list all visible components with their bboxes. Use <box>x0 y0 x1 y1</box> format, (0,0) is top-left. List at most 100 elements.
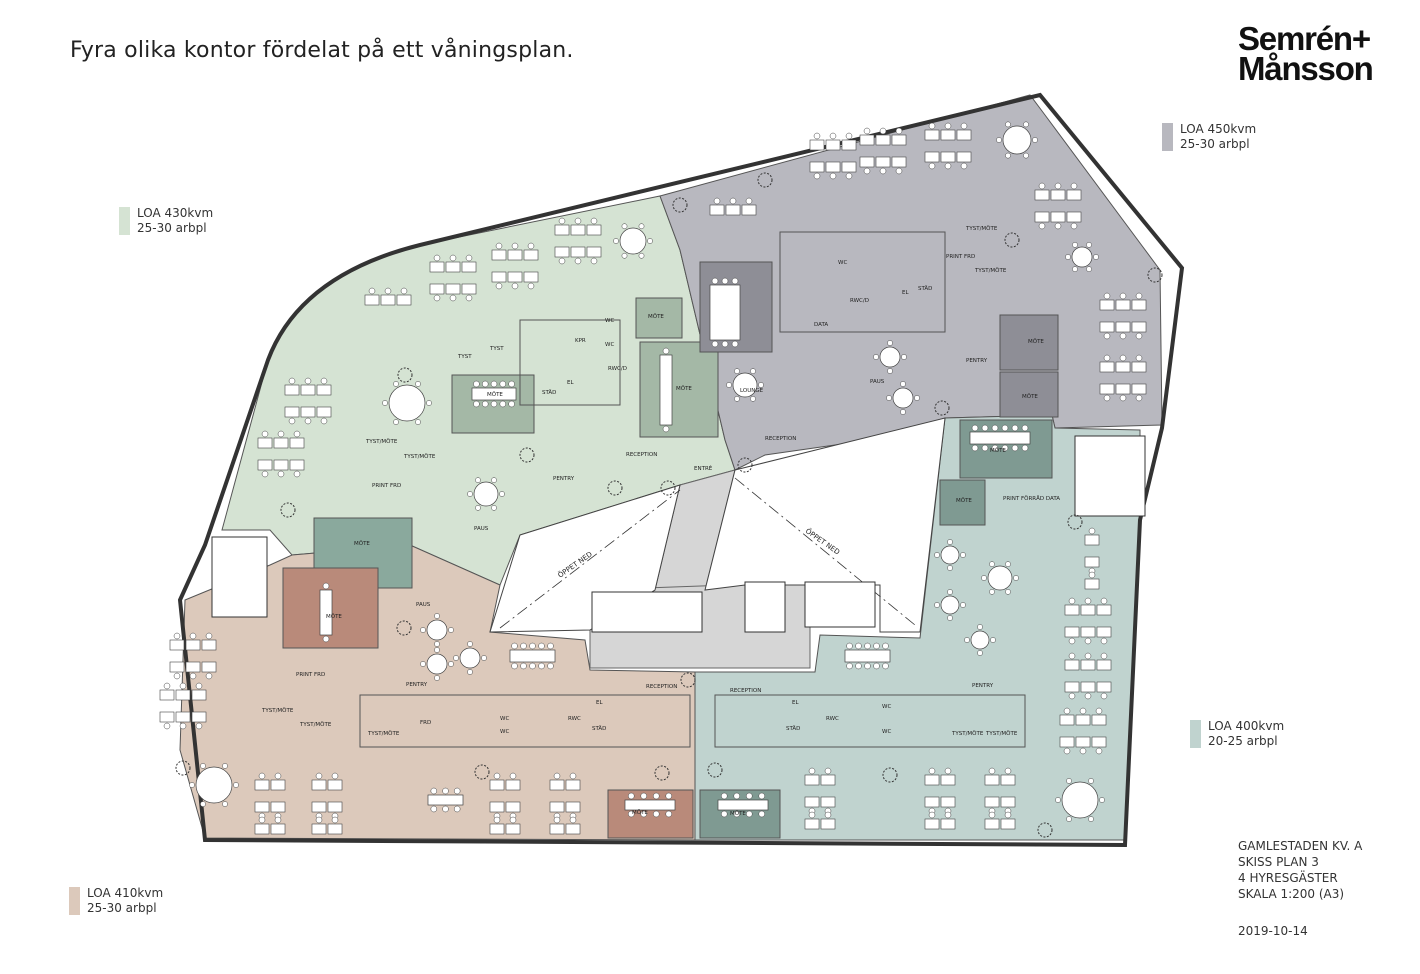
chair <box>746 810 753 818</box>
service-room <box>519 319 621 406</box>
conference-table <box>509 649 556 663</box>
plant <box>672 197 688 213</box>
chair <box>1084 692 1092 700</box>
chair <box>1068 597 1076 605</box>
chair <box>1068 652 1076 660</box>
chair <box>928 162 936 170</box>
chair <box>928 122 936 130</box>
chair <box>928 767 936 775</box>
chair <box>662 425 670 433</box>
label-tystmote: TYST/MÖTE <box>299 721 332 728</box>
chair <box>434 675 440 681</box>
chair <box>665 810 672 818</box>
label-rwcd: RWC/D <box>608 366 627 372</box>
service-room <box>359 694 691 748</box>
chair <box>527 242 535 250</box>
legend-swatch-beige <box>69 887 80 915</box>
chair <box>1088 778 1094 784</box>
building-outline <box>177 92 1185 848</box>
chair <box>205 632 213 640</box>
label-wc: WC <box>500 716 509 722</box>
desk <box>924 151 940 163</box>
chair <box>393 381 399 387</box>
desk <box>1059 714 1075 726</box>
chair <box>288 377 296 385</box>
chair <box>520 642 527 650</box>
desk <box>169 661 185 673</box>
chair <box>434 641 440 647</box>
chair <box>964 637 970 643</box>
label-paus: PAUS <box>416 602 431 608</box>
desk <box>311 779 327 791</box>
chair <box>1135 354 1143 362</box>
chair <box>1001 444 1009 452</box>
desk <box>549 779 565 791</box>
desk <box>1075 736 1091 748</box>
chair <box>713 197 721 205</box>
plant <box>1004 232 1020 248</box>
label-mote: MÖTE <box>990 447 1006 454</box>
chair <box>277 430 285 438</box>
desk <box>429 261 445 273</box>
chair <box>233 782 239 788</box>
chair <box>1066 816 1072 822</box>
furniture <box>159 121 1163 838</box>
legend-swatch-teal <box>1190 720 1201 748</box>
desk <box>549 801 565 813</box>
round-table <box>1002 125 1032 155</box>
desk <box>804 774 820 786</box>
chair <box>1072 266 1078 272</box>
chair <box>493 816 501 824</box>
meeting-room <box>999 371 1059 418</box>
chair <box>467 641 473 647</box>
chair <box>1054 182 1062 190</box>
chair <box>721 340 729 348</box>
chair <box>947 539 953 545</box>
desk <box>1115 299 1131 311</box>
chair <box>304 417 312 425</box>
label-tystmote: TYST/MÖTE <box>974 267 1007 274</box>
drawing-date: 2019-10-14 <box>1238 924 1308 938</box>
chair <box>895 127 903 135</box>
round-table <box>388 384 426 422</box>
chair <box>829 172 837 180</box>
chair <box>855 662 862 670</box>
desk <box>175 711 191 723</box>
desk <box>1034 189 1050 201</box>
chair <box>430 805 438 813</box>
label-rwc: RWC <box>826 716 839 722</box>
label-mote: MÖTE <box>648 313 664 320</box>
label-tystmote: TYST/MÖTE <box>365 438 398 445</box>
chair <box>1099 797 1105 803</box>
label-stad: STÄD <box>786 725 800 732</box>
desk <box>875 134 891 146</box>
label-mote: MÖTE <box>956 497 972 504</box>
desk <box>201 661 217 673</box>
chair <box>511 242 519 250</box>
chair <box>989 589 995 595</box>
label-tyst: TYST <box>489 346 504 352</box>
desk <box>159 689 175 701</box>
chair <box>1086 266 1092 272</box>
chair <box>258 772 266 780</box>
label-reception: RECEPTION <box>730 688 761 694</box>
meeting-room <box>939 479 986 526</box>
desk <box>956 151 972 163</box>
desk <box>201 639 217 651</box>
chair <box>467 669 473 675</box>
chair <box>845 172 853 180</box>
chair <box>1079 747 1087 755</box>
chair <box>277 470 285 478</box>
chair <box>1086 242 1092 248</box>
chair <box>1004 767 1012 775</box>
desk <box>1131 383 1147 395</box>
desk <box>1096 659 1112 671</box>
desk <box>875 156 891 168</box>
chair <box>569 816 577 824</box>
chair <box>758 810 765 818</box>
chair <box>895 167 903 175</box>
label-entre: ENTRÉ <box>694 464 713 472</box>
chair <box>189 632 197 640</box>
chair <box>163 682 171 690</box>
